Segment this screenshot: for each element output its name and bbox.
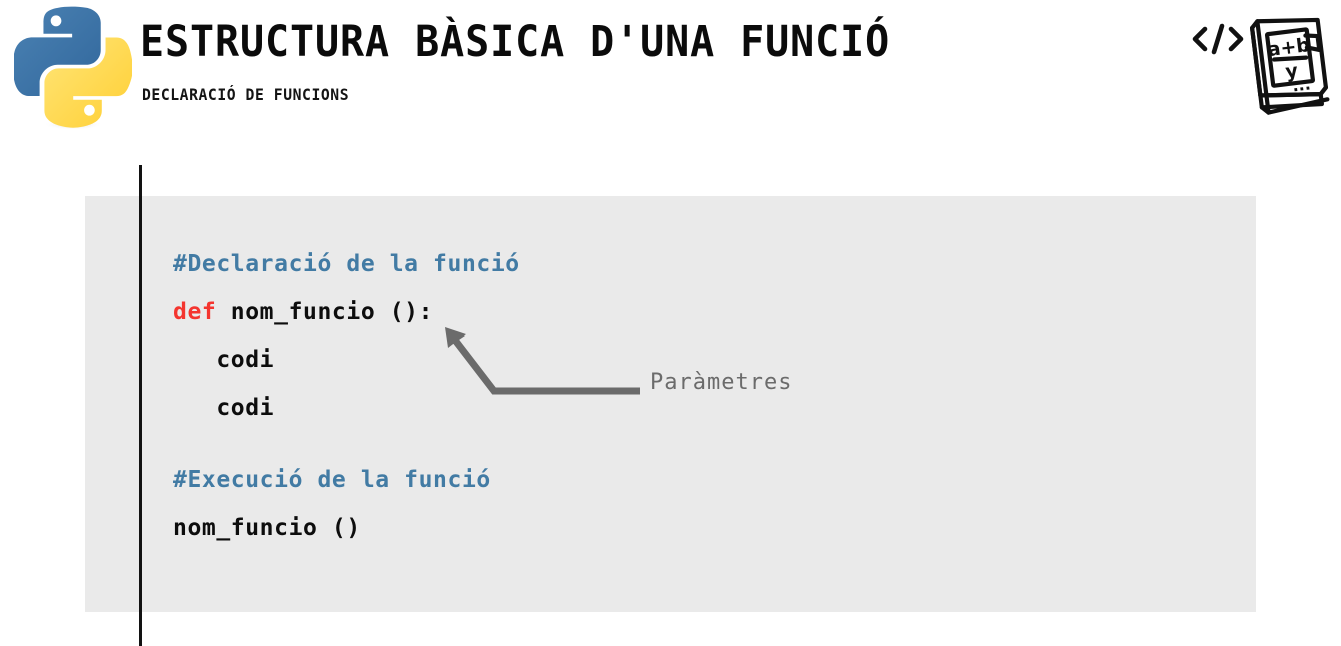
parameters-arrow-icon — [440, 322, 650, 402]
header-icon-group: a+b y ... — [1187, 8, 1337, 124]
page-subtitle: DECLARACIÓ DE FUNCIONS — [142, 85, 350, 104]
book-formula-numerator: a+b — [1266, 34, 1311, 61]
book-formula-denominator: y — [1284, 60, 1300, 83]
function-signature: nom_funcio (): — [216, 299, 434, 325]
title-block: ESTRUCTURA BÀSICA D'UNA FUNCIÓ DECLARACI… — [140, 16, 1180, 106]
page-title: ESTRUCTURA BÀSICA D'UNA FUNCIÓ — [140, 17, 891, 67]
accent-vertical-bar — [139, 165, 142, 646]
book-ellipsis: ... — [1291, 74, 1311, 95]
code-line-body-1: codi — [173, 347, 275, 373]
parameters-label: Paràmetres — [650, 370, 793, 395]
keyword-def: def — [173, 299, 217, 325]
math-book-icon: a+b y ... — [1237, 8, 1337, 124]
code-line-call: nom_funcio () — [173, 515, 361, 541]
code-line-comment-declaration: #Declaració de la funció — [173, 251, 520, 277]
code-block: #Declaració de la funció def nom_funcio … — [173, 240, 873, 552]
code-panel — [85, 196, 1256, 612]
python-logo-icon — [12, 4, 133, 132]
code-line-def: def nom_funcio (): — [173, 288, 873, 336]
code-tag-icon — [1189, 16, 1247, 62]
page-header: ESTRUCTURA BÀSICA D'UNA FUNCIÓ DECLARACI… — [0, 0, 1341, 140]
code-line-body-2: codi — [173, 395, 275, 421]
code-line-blank — [173, 432, 873, 456]
code-line-comment-execution: #Execució de la funció — [173, 467, 491, 493]
